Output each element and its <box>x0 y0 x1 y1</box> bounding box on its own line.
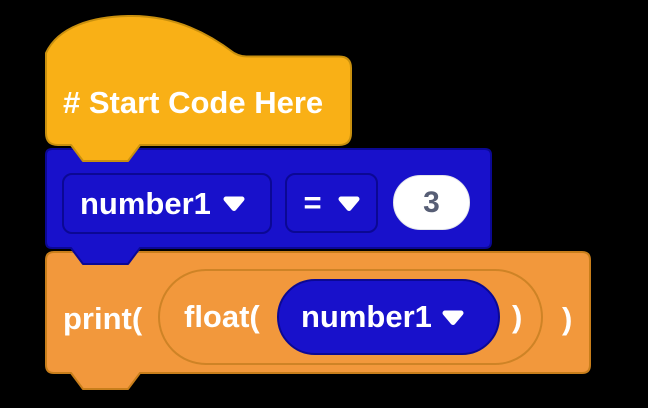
operator-dropdown-value: = <box>303 185 322 220</box>
variable-dropdown-value: number1 <box>80 185 211 221</box>
print-close-paren: ) <box>562 301 573 336</box>
float-label: float( <box>184 299 260 334</box>
value-input-text: 3 <box>423 185 440 219</box>
dropdown-caret-icon <box>223 196 245 211</box>
value-input[interactable]: 3 <box>393 175 470 230</box>
variable-dropdown[interactable]: number1 <box>62 173 272 234</box>
print-block-label: print( <box>63 301 143 336</box>
operator-dropdown[interactable]: = <box>285 173 378 233</box>
dropdown-caret-icon <box>442 310 464 325</box>
float-variable-dropdown[interactable]: number1 <box>277 279 500 355</box>
float-reporter-slot[interactable]: float( number1 ) <box>158 269 543 365</box>
start-block-shape[interactable] <box>45 15 352 162</box>
dropdown-caret-icon <box>338 196 360 211</box>
start-block-label: # Start Code Here <box>63 85 324 120</box>
float-variable-value: number1 <box>301 299 432 334</box>
float-close-paren: ) <box>512 299 523 334</box>
